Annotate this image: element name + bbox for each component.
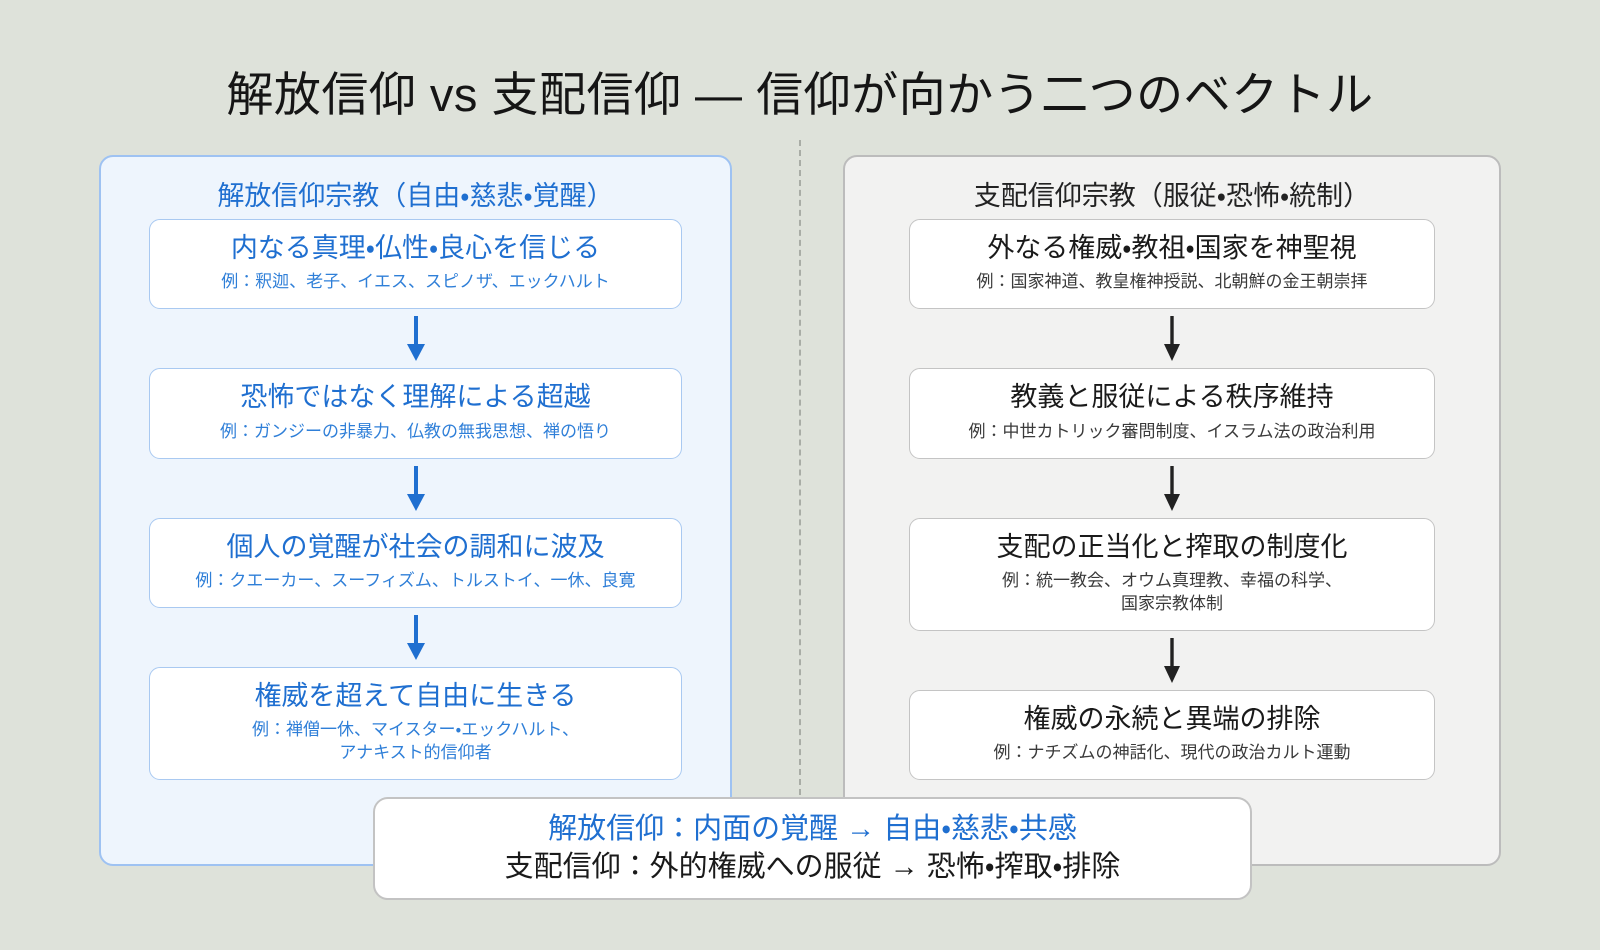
flow-card[interactable]: 支配の正当化と搾取の制度化 例：統一教会、オウム真理教、幸福の科学、国家宗教体制 bbox=[909, 517, 1435, 631]
panel-liberation-heading: 解放信仰宗教（自由・慈悲・覚醒） bbox=[217, 181, 614, 211]
flow-card-title: 個人の覚醒が社会の調和に波及 bbox=[226, 531, 605, 562]
flow-card-title: 権威を超えて自由に生きる bbox=[254, 680, 577, 711]
panel-domination-flow: 外なる権威・教祖・国家を神聖視 例：国家神道、教皇権神授説、北朝鮮の金王朝崇拝 … bbox=[845, 219, 1499, 781]
flow-card[interactable]: 権威の永続と異端の排除 例：ナチズムの神話化、現代の政治カルト運動 bbox=[909, 689, 1435, 781]
summary-line-domination: 支配信仰：外的権威への服従 → 恐怖・搾取・排除 bbox=[504, 851, 1121, 883]
arrow-down-icon bbox=[406, 465, 425, 511]
flow-card-example: 例：中世カトリック審問制度、イスラム法の政治利用 bbox=[968, 421, 1376, 441]
arrow-down-icon bbox=[406, 614, 425, 660]
summary-box: 解放信仰：内面の覚醒 → 自由・慈悲・共感 支配信仰：外的権威への服従 → 恐怖… bbox=[373, 797, 1252, 900]
flow-card-example: 例：ガンジーの非暴力、仏教の無我思想、禅の悟り bbox=[220, 421, 611, 441]
center-dashed-divider bbox=[799, 140, 801, 805]
flow-card-title: 権威の永続と異端の排除 bbox=[1023, 703, 1321, 734]
flow-card-title: 支配の正当化と搾取の制度化 bbox=[996, 531, 1348, 562]
flow-card[interactable]: 個人の覚醒が社会の調和に波及 例：クエーカー、スーフィズム、トルストイ、一休、良… bbox=[149, 517, 682, 608]
flow-card[interactable]: 外なる権威・教祖・国家を神聖視 例：国家神道、教皇権神授説、北朝鮮の金王朝崇拝 bbox=[909, 219, 1435, 310]
flow-card[interactable]: 内なる真理・仏性・良心を信じる 例：釈迦、老子、イエス、スピノザ、エックハルト bbox=[149, 219, 682, 310]
flow-card[interactable]: 恐怖ではなく理解による超越 例：ガンジーの非暴力、仏教の無我思想、禅の悟り bbox=[149, 368, 682, 459]
flow-card[interactable]: 権威を超えて自由に生きる 例：禅僧一休、マイスター・エックハルト、アナキスト的信… bbox=[149, 666, 682, 781]
flow-card-title: 外なる権威・教祖・国家を神聖視 bbox=[987, 233, 1357, 263]
summary-line-liberation: 解放信仰：内面の覚醒 → 自由・慈悲・共感 bbox=[548, 812, 1077, 845]
flow-card-title: 恐怖ではなく理解による超越 bbox=[240, 382, 591, 413]
panel-domination: 支配信仰宗教（服従・恐怖・統制） 外なる権威・教祖・国家を神聖視 例：国家神道、… bbox=[843, 155, 1501, 866]
arrow-down-icon bbox=[1164, 637, 1180, 683]
flow-card-example: 例：国家神道、教皇権神授説、北朝鮮の金王朝崇拝 bbox=[976, 272, 1368, 292]
flow-card-example: 例：釈迦、老子、イエス、スピノザ、エックハルト bbox=[221, 272, 610, 292]
flow-card-title: 内なる真理・仏性・良心を信じる bbox=[230, 233, 601, 263]
flow-card-example: 例：統一教会、オウム真理教、幸福の科学、国家宗教体制 bbox=[1002, 571, 1342, 613]
arrow-down-icon bbox=[1164, 465, 1180, 511]
panel-liberation-flow: 内なる真理・仏性・良心を信じる 例：釈迦、老子、イエス、スピノザ、エックハルト … bbox=[101, 219, 730, 781]
page-title: 解放信仰 vs 支配信仰 ― 信仰が向かう二つのベクトル bbox=[226, 68, 1374, 121]
arrow-down-icon bbox=[406, 316, 425, 362]
flow-card-title: 教義と服従による秩序維持 bbox=[1010, 382, 1334, 413]
flow-card[interactable]: 教義と服従による秩序維持 例：中世カトリック審問制度、イスラム法の政治利用 bbox=[909, 368, 1435, 459]
panel-liberation: 解放信仰宗教（自由・慈悲・覚醒） 内なる真理・仏性・良心を信じる 例：釈迦、老子… bbox=[99, 155, 732, 866]
flow-card-example: 例：ナチズムの神話化、現代の政治カルト運動 bbox=[993, 743, 1351, 763]
flow-card-example: 例：禅僧一休、マイスター・エックハルト、アナキスト的信仰者 bbox=[251, 720, 580, 763]
panel-domination-heading: 支配信仰宗教（服従・恐怖・統制） bbox=[973, 181, 1371, 211]
flow-card-example: 例：クエーカー、スーフィズム、トルストイ、一休、良寛 bbox=[195, 571, 636, 591]
arrow-down-icon bbox=[1164, 316, 1180, 362]
